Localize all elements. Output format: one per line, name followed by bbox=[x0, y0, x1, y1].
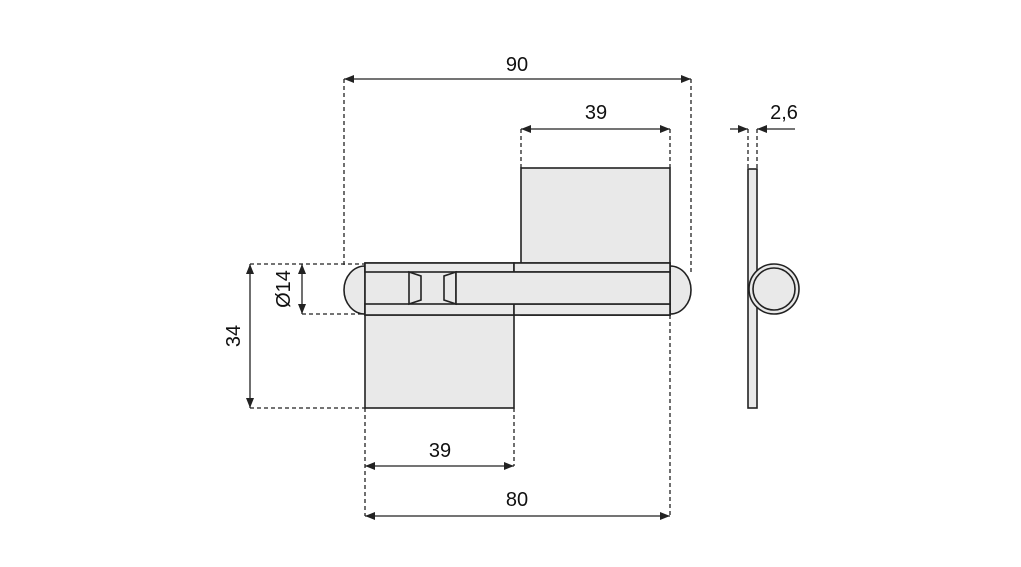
dim-leaf-span: 80 bbox=[506, 489, 528, 511]
knuckle-strip bbox=[513, 303, 671, 316]
knuckle-strip bbox=[513, 262, 671, 273]
pin-end bbox=[443, 270, 457, 306]
pin bbox=[455, 271, 671, 305]
front-view bbox=[343, 167, 692, 409]
knuckle-strip bbox=[364, 303, 515, 316]
knuckle-strip bbox=[364, 262, 515, 273]
pin-end bbox=[408, 270, 422, 306]
lower-leaf bbox=[364, 313, 515, 409]
extension-lines bbox=[250, 79, 758, 516]
dim-knuckle-diameter: Ø14 bbox=[273, 270, 295, 308]
dim-lower-leaf-width: 39 bbox=[429, 440, 451, 462]
dim-overall-length: 90 bbox=[506, 54, 528, 76]
side-view bbox=[747, 168, 800, 409]
dim-thickness: 2,6 bbox=[770, 102, 798, 124]
knuckle-inner bbox=[752, 267, 796, 311]
dimension-lines bbox=[246, 75, 795, 520]
left-cap bbox=[343, 265, 366, 315]
right-cap bbox=[669, 265, 692, 315]
dim-height: 34 bbox=[223, 325, 245, 347]
dim-upper-leaf-width: 39 bbox=[585, 102, 607, 124]
